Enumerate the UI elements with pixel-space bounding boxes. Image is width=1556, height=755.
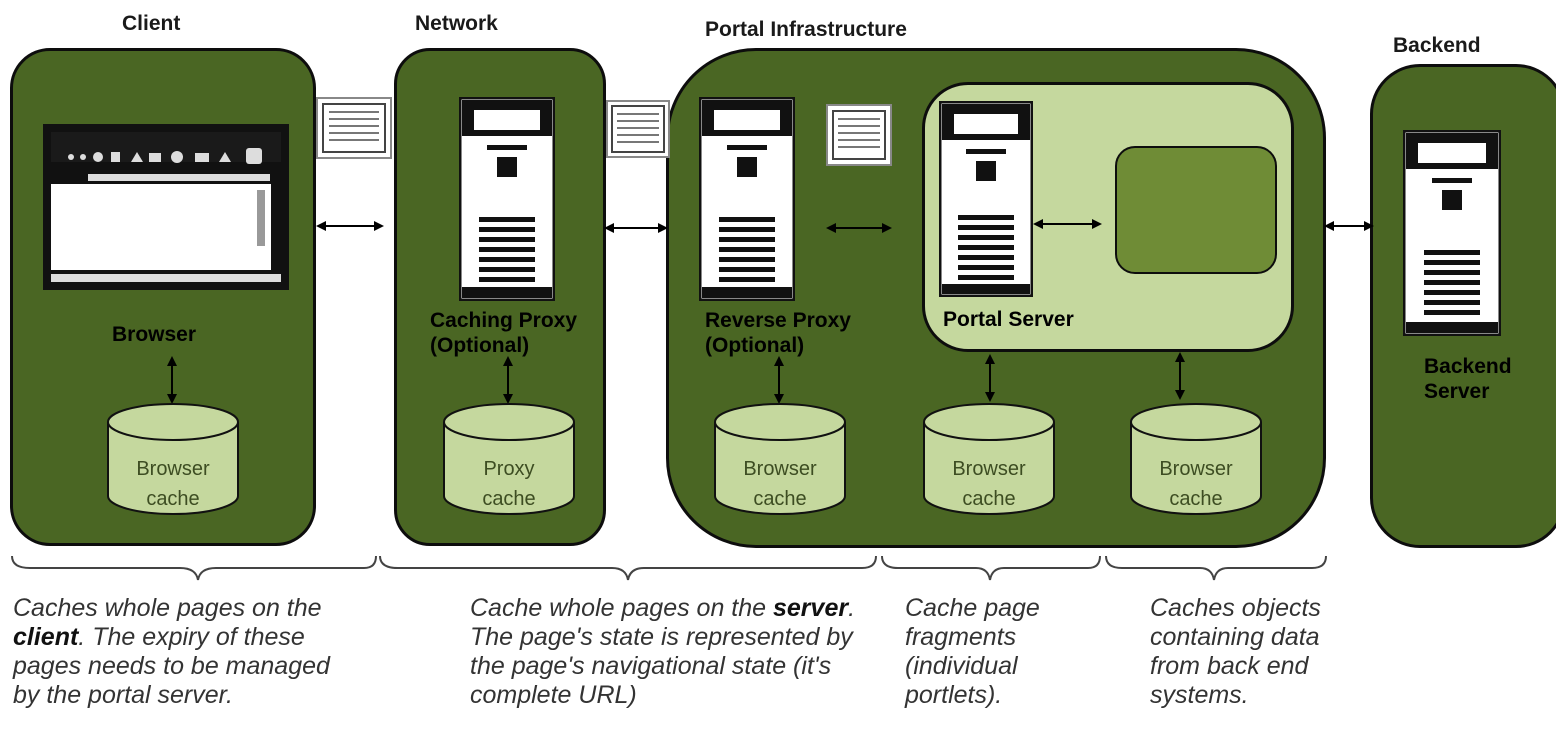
caching-proxy-label: Caching Proxy (Optional) xyxy=(430,308,577,358)
reverse-proxy-label-line2: (Optional) xyxy=(705,334,805,357)
cache-label-line1: Browser xyxy=(1159,458,1233,480)
backend-server-label-line1: Backend xyxy=(1424,355,1512,378)
cache-label-line1: Proxy xyxy=(483,458,534,480)
cache-cylinder: Browser cache xyxy=(1129,402,1263,516)
caching-proxy-server-icon xyxy=(458,96,556,302)
brace-fragments xyxy=(881,555,1101,581)
document-icon xyxy=(826,104,892,166)
portal-internal-box xyxy=(1115,146,1277,274)
brace-objects xyxy=(1105,555,1327,581)
caption-objects: Caches objects containing data from back… xyxy=(1150,594,1321,709)
caption-client-after: . The expiry of these pages needs to be … xyxy=(13,623,330,709)
caption-server-bold: server xyxy=(773,594,849,622)
caption-fragments: Cache page fragments (individual portlet… xyxy=(905,594,1040,709)
brace-client xyxy=(11,555,377,581)
zone-title-portal: Portal Infrastructure xyxy=(705,18,907,41)
reverse-proxy-server-icon xyxy=(698,96,796,302)
browser-window-icon xyxy=(43,124,289,290)
brace-server xyxy=(379,555,877,581)
document-icon xyxy=(606,100,670,158)
cache-label-line2: cache xyxy=(482,488,535,510)
cache-cylinder: Browser cache xyxy=(713,402,847,516)
portal-server-label: Portal Server xyxy=(943,308,1074,331)
cache-label-line2: cache xyxy=(962,488,1015,510)
cache-label-line2: cache xyxy=(1169,488,1222,510)
cache-label-line1: Browser xyxy=(136,458,210,480)
backend-server-icon xyxy=(1402,129,1502,337)
caption-server-before: Cache whole pages on the xyxy=(470,594,773,622)
caching-proxy-label-line2: (Optional) xyxy=(430,334,530,357)
caption-client: Caches whole pages on the client. The ex… xyxy=(13,594,353,710)
cache-cylinder: Browser cache xyxy=(106,402,240,516)
zone-title-backend: Backend xyxy=(1393,34,1481,57)
cache-label-line2: cache xyxy=(146,488,199,510)
caption-server: Cache whole pages on the server. The pag… xyxy=(470,594,870,710)
cache-cylinder: Browser cache xyxy=(922,402,1056,516)
portal-server-icon xyxy=(938,100,1034,298)
browser-label: Browser xyxy=(112,323,197,346)
caption-client-bold: client xyxy=(13,623,79,651)
cache-cylinder: Proxy cache xyxy=(442,402,576,516)
zone-title-client: Client xyxy=(122,12,181,35)
backend-server-label: Backend Server xyxy=(1424,354,1512,404)
caption-server-after: . The page's state is represented by the… xyxy=(470,594,856,709)
backend-server-label-line2: Server xyxy=(1424,380,1490,403)
caption-client-before: Caches whole pages on the xyxy=(13,594,322,622)
cache-label-line1: Browser xyxy=(952,458,1026,480)
cache-label-line1: Browser xyxy=(743,458,817,480)
zone-title-network: Network xyxy=(415,12,498,35)
caching-proxy-label-line1: Caching Proxy xyxy=(430,309,578,332)
reverse-proxy-label-line1: Reverse Proxy xyxy=(705,309,851,332)
reverse-proxy-label: Reverse Proxy (Optional) xyxy=(705,308,851,358)
cache-label-line2: cache xyxy=(753,488,806,510)
document-icon xyxy=(316,97,392,159)
